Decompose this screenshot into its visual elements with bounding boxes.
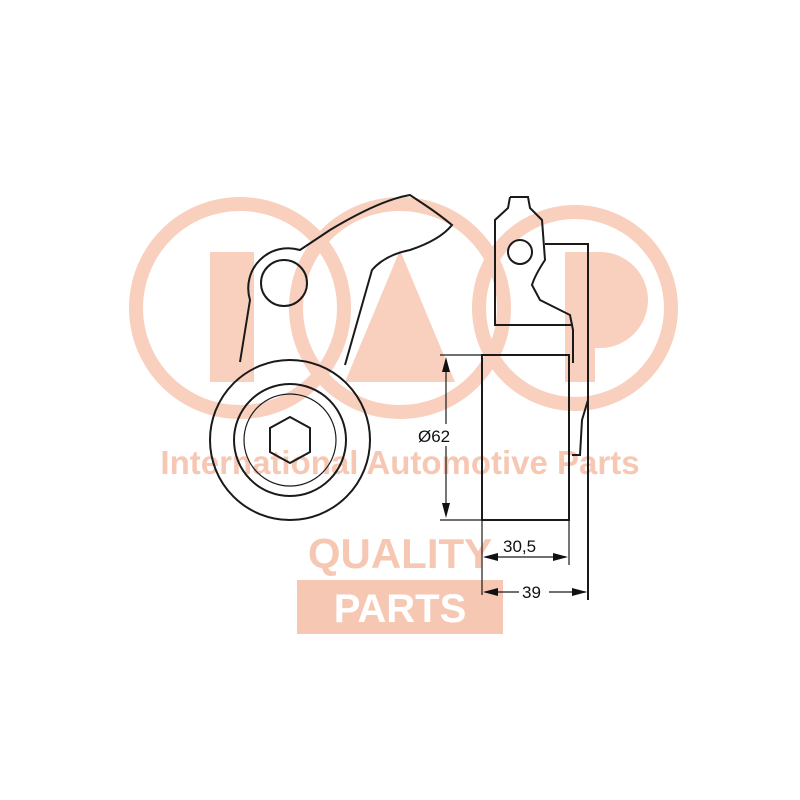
label-bg bbox=[519, 582, 549, 602]
pivot-hole bbox=[260, 259, 308, 307]
pulley-side bbox=[481, 354, 570, 521]
hex-bolt bbox=[269, 415, 311, 465]
total-width-label: 39 bbox=[522, 583, 541, 602]
logo-circle-a bbox=[289, 197, 511, 419]
pulley-inner bbox=[233, 383, 347, 497]
logo-letter-a bbox=[345, 250, 455, 382]
mount-step bbox=[572, 399, 589, 456]
arrow-up bbox=[442, 357, 450, 372]
logo-circle-i bbox=[129, 197, 351, 419]
arrow-right bbox=[553, 553, 568, 561]
tensioner-arm bbox=[239, 193, 454, 366]
logo-circle-p bbox=[472, 205, 678, 411]
bracket bbox=[494, 196, 574, 363]
logo-letter-p bbox=[565, 252, 648, 382]
arrow-left bbox=[483, 588, 498, 596]
watermark-parts-box bbox=[297, 580, 503, 634]
mount-plate bbox=[545, 243, 589, 600]
watermark-tagline: International Automotive Parts bbox=[160, 444, 639, 481]
width-label: 30,5 bbox=[503, 537, 536, 556]
arrow-down bbox=[442, 503, 450, 518]
watermark-parts: PARTS bbox=[334, 587, 467, 631]
arrow-right bbox=[572, 588, 587, 596]
bracket-hole bbox=[507, 239, 533, 265]
bearing-ring bbox=[243, 393, 337, 487]
pulley-outer bbox=[209, 359, 371, 521]
label-bg bbox=[416, 424, 460, 446]
label-bg bbox=[501, 535, 549, 555]
arrow-left bbox=[483, 553, 498, 561]
front-view bbox=[209, 193, 454, 521]
diameter-label: Ø62 bbox=[418, 427, 450, 446]
watermark-quality: QUALITY bbox=[308, 530, 492, 577]
logo-letters bbox=[210, 250, 648, 382]
iap-logo-watermark bbox=[129, 197, 678, 419]
